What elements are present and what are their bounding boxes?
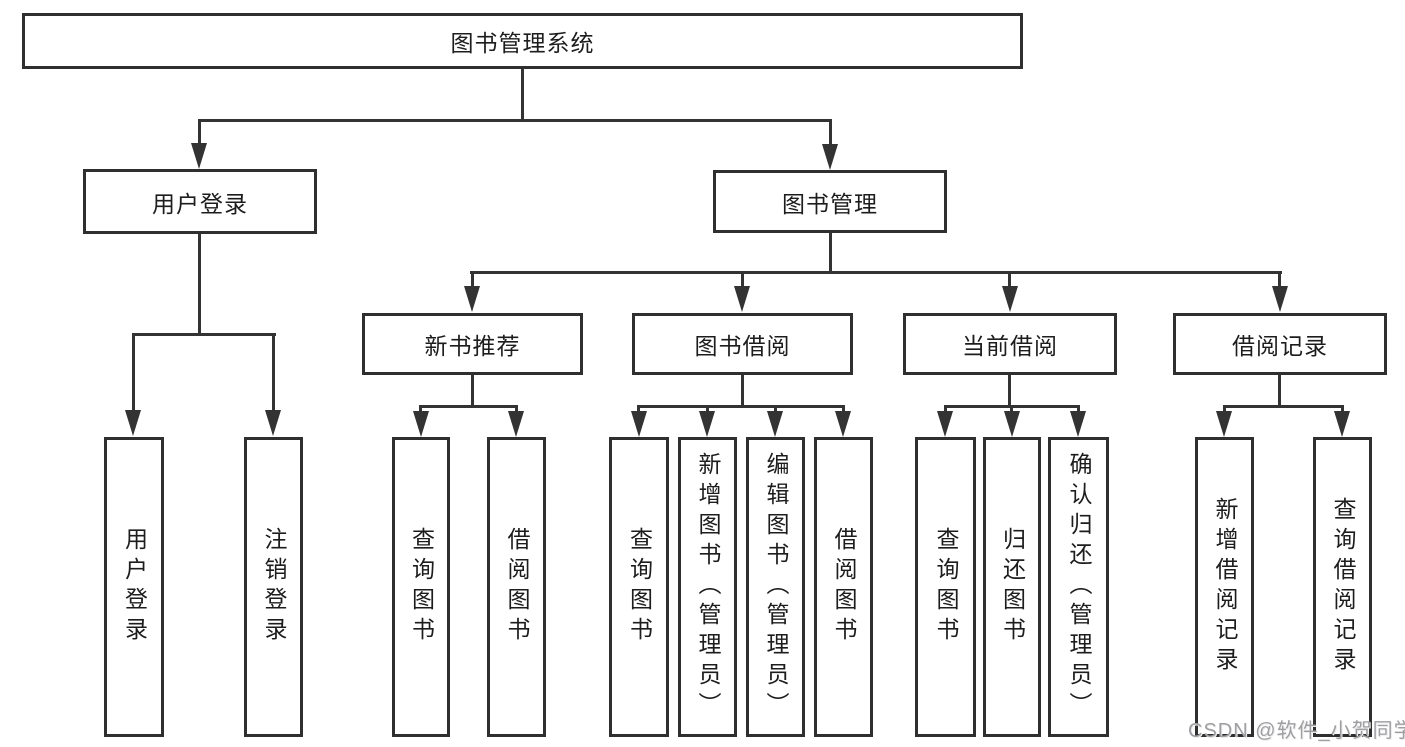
node-new-book-recommend: 新书推荐 bbox=[362, 313, 583, 375]
arrowhead-down-icon bbox=[767, 411, 783, 437]
node-label: 图书借阅 bbox=[694, 333, 791, 359]
connector-line bbox=[741, 374, 744, 407]
node-label: 图书管理 bbox=[782, 190, 878, 217]
connector-line bbox=[1010, 405, 1013, 413]
arrowhead-down-icon bbox=[464, 286, 480, 312]
connector-line bbox=[132, 333, 276, 336]
connector-line bbox=[774, 405, 777, 413]
leaf-return-books: 归还图书 bbox=[983, 437, 1041, 737]
arrowhead-down-icon bbox=[125, 410, 141, 436]
arrowhead-down-icon bbox=[265, 410, 281, 436]
arrowhead-down-icon bbox=[1216, 411, 1232, 437]
node-library-system: 图书管理系统 bbox=[22, 13, 1023, 69]
arrowhead-down-icon bbox=[1070, 411, 1086, 437]
arrowhead-down-icon bbox=[413, 411, 429, 437]
connector-line bbox=[1077, 405, 1080, 413]
node-label: 用户登录 bbox=[152, 190, 248, 217]
leaf-logout: 注销登录 bbox=[244, 437, 303, 737]
csdn-watermark: CSDN @软件_小贺同学 bbox=[1188, 720, 1405, 742]
connector-line bbox=[198, 233, 201, 336]
connector-line bbox=[419, 405, 422, 413]
node-label: 借阅图书 bbox=[831, 527, 857, 647]
node-user-login: 用户登录 bbox=[83, 169, 317, 234]
leaf-query-books-current: 查询图书 bbox=[915, 437, 976, 737]
node-label: 查询图书 bbox=[408, 527, 435, 647]
node-label: 借阅记录 bbox=[1232, 333, 1328, 359]
leaf-borrow-books-recommend: 借阅图书 bbox=[487, 437, 546, 737]
node-label: 编辑图书（管理员） bbox=[763, 452, 789, 722]
node-label: 借阅图书 bbox=[504, 527, 530, 647]
connector-line bbox=[829, 232, 832, 274]
arrowhead-down-icon bbox=[835, 411, 851, 437]
leaf-add-books-admin: 新增图书（管理员） bbox=[678, 437, 737, 737]
node-current-borrow: 当前借阅 bbox=[903, 313, 1117, 375]
leaf-edit-books-admin: 编辑图书（管理员） bbox=[746, 437, 805, 737]
node-label: 查询借阅记录 bbox=[1330, 497, 1356, 677]
node-book-borrow: 图书借阅 bbox=[632, 313, 853, 375]
connector-line bbox=[1223, 405, 1226, 413]
connector-line bbox=[198, 119, 832, 122]
connector-line bbox=[741, 271, 744, 287]
arrowhead-down-icon bbox=[191, 143, 207, 169]
connector-line bbox=[829, 119, 832, 144]
connector-line bbox=[272, 333, 275, 411]
node-label: 查询图书 bbox=[933, 527, 959, 647]
arrowhead-down-icon bbox=[1004, 411, 1020, 437]
node-label: 用户登录 bbox=[121, 527, 148, 647]
connector-line bbox=[471, 374, 474, 407]
node-label: 图书管理系统 bbox=[450, 30, 595, 56]
node-book-management: 图书管理 bbox=[713, 170, 947, 233]
arrowhead-down-icon bbox=[822, 144, 838, 170]
arrowhead-down-icon bbox=[699, 411, 715, 437]
connector-line bbox=[198, 119, 201, 144]
connector-line bbox=[1278, 374, 1281, 407]
leaf-user-login: 用户登录 bbox=[104, 437, 164, 737]
connector-line bbox=[1341, 405, 1344, 413]
connector-line bbox=[637, 405, 640, 413]
node-label: 注销登录 bbox=[261, 527, 287, 647]
connector-line bbox=[1008, 374, 1011, 407]
arrowhead-down-icon bbox=[631, 411, 647, 437]
node-label: 查询图书 bbox=[626, 527, 653, 647]
connector-line bbox=[471, 271, 474, 287]
leaf-query-borrow-record: 查询借阅记录 bbox=[1313, 437, 1372, 737]
node-label: 新增借阅记录 bbox=[1212, 497, 1238, 677]
connector-line bbox=[1223, 405, 1344, 408]
node-label: 确认归还（管理员） bbox=[1066, 452, 1092, 722]
connector-line bbox=[521, 68, 524, 121]
arrowhead-down-icon bbox=[734, 286, 750, 312]
leaf-query-books-recommend: 查询图书 bbox=[392, 437, 450, 737]
leaf-confirm-return-admin: 确认归还（管理员） bbox=[1048, 437, 1109, 737]
connector-line bbox=[1008, 271, 1011, 287]
arrowhead-down-icon bbox=[937, 411, 953, 437]
node-label: 当前借阅 bbox=[962, 333, 1058, 359]
node-label: 新增图书（管理员） bbox=[695, 452, 721, 722]
connector-line bbox=[420, 405, 518, 408]
leaf-query-books-borrow: 查询图书 bbox=[609, 437, 669, 737]
leaf-borrow-books: 借阅图书 bbox=[814, 437, 873, 737]
connector-line bbox=[637, 405, 845, 408]
node-label: 新书推荐 bbox=[424, 333, 521, 359]
connector-line bbox=[1278, 271, 1281, 287]
connector-line bbox=[706, 405, 709, 413]
connector-line bbox=[944, 405, 947, 413]
connector-line bbox=[132, 333, 135, 411]
arrowhead-down-icon bbox=[1272, 286, 1288, 312]
node-borrow-records: 借阅记录 bbox=[1173, 313, 1387, 375]
connector-line bbox=[470, 271, 1282, 274]
arrowhead-down-icon bbox=[1002, 286, 1018, 312]
arrowhead-down-icon bbox=[508, 411, 524, 437]
arrowhead-down-icon bbox=[1334, 411, 1350, 437]
leaf-add-borrow-record: 新增借阅记录 bbox=[1195, 437, 1254, 737]
connector-line bbox=[842, 405, 845, 413]
node-label: 归还图书 bbox=[999, 527, 1026, 647]
connector-line bbox=[515, 405, 518, 413]
